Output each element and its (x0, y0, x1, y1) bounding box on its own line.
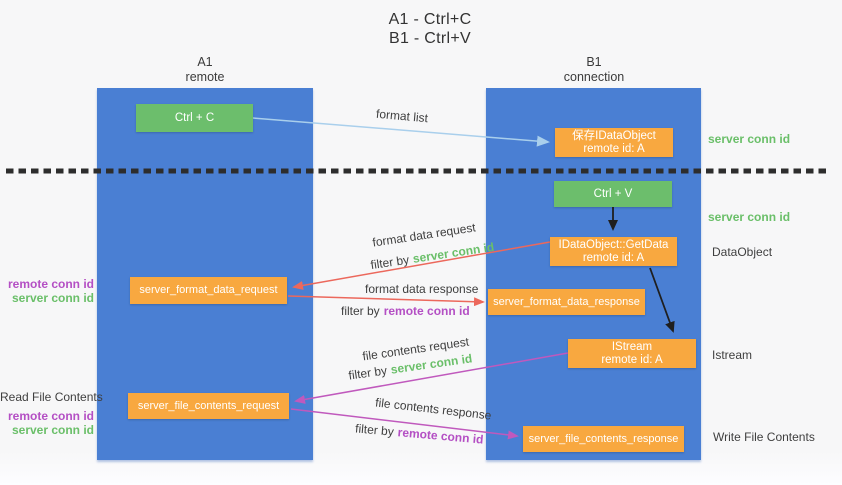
format-data-response-arrow (287, 295, 485, 307)
read-file-contents-side-label: Read File Contents (0, 390, 103, 404)
remote-conn-id-text: remote conn id (383, 304, 470, 318)
file-contents-request-arrow (294, 352, 569, 404)
server-file-contents-request-node: server_file_contents_request (128, 393, 289, 419)
server-conn-id-side-label-1: server conn id (11, 291, 94, 305)
remote-conn-id-side-label-1: remote conn id (7, 277, 94, 291)
istream-side-label: Istream (712, 348, 753, 362)
server-file-contents-response-node: server_file_contents_response (523, 426, 684, 452)
server-file-contents-request-label: server_file_contents_request (137, 399, 280, 412)
lane-header-left: A1 remote (125, 55, 285, 85)
server-format-data-response-label: server_format_data_response (493, 295, 640, 308)
format-list-arrow (252, 117, 550, 147)
getdata-to-istream-arrow (649, 267, 675, 333)
istream-line2: remote id: A (601, 353, 663, 366)
server-file-contents-response-label: server_file_contents_response (528, 432, 679, 445)
ctrl-c-label: Ctrl + C (174, 111, 215, 124)
server-format-data-request-node: server_format_data_request (130, 277, 287, 304)
server-format-data-response-node: server_format_data_response (488, 289, 645, 315)
save-idataobject-node: 保存IDataObject remote id: A (555, 128, 673, 157)
lane-left-role: remote (185, 70, 225, 84)
dataobject-side-label: DataObject (712, 245, 773, 259)
istream-line1: IStream (611, 340, 653, 353)
getdata-line2: remote id: A (582, 251, 645, 264)
lane-header-right: B1 connection (514, 55, 674, 85)
ctrl-v-node: Ctrl + V (554, 181, 672, 207)
ctrl-c-node: Ctrl + C (136, 104, 253, 132)
istream-node: IStream remote id: A (568, 339, 696, 368)
server-format-data-request-label: server_format_data_request (139, 284, 278, 296)
save-idataobject-line2: remote id: A (583, 142, 645, 155)
write-file-contents-side-label: Write File Contents (713, 430, 815, 444)
server-conn-id-side-label-mid: server conn id (708, 210, 791, 224)
title-line-1: A1 - Ctrl+C (388, 11, 472, 28)
lane-right-name: B1 (586, 55, 602, 69)
lane-right-role: connection (563, 70, 625, 84)
server-conn-id-side-label-top: server conn id (708, 132, 791, 146)
ctrl-v-label: Ctrl + V (593, 187, 633, 200)
remote-conn-id-side-label-2: remote conn id (7, 409, 94, 423)
format-data-request-arrow (292, 241, 551, 290)
title-line-2: B1 - Ctrl+V (389, 30, 471, 47)
file-contents-response-arrow (290, 408, 519, 440)
lane-left-name: A1 (197, 55, 213, 69)
diagram-title: A1 - Ctrl+C B1 - Ctrl+V (0, 10, 842, 48)
getdata-line1: IDataObject::GetData (558, 238, 669, 251)
save-idataobject-line1: 保存IDataObject (572, 129, 656, 142)
filter-by-text: filter by (341, 304, 380, 318)
format-data-response-label: format data response (365, 282, 479, 296)
idataobject-getdata-node: IDataObject::GetData remote id: A (550, 237, 677, 266)
server-conn-id-side-label-2: server conn id (11, 423, 94, 437)
